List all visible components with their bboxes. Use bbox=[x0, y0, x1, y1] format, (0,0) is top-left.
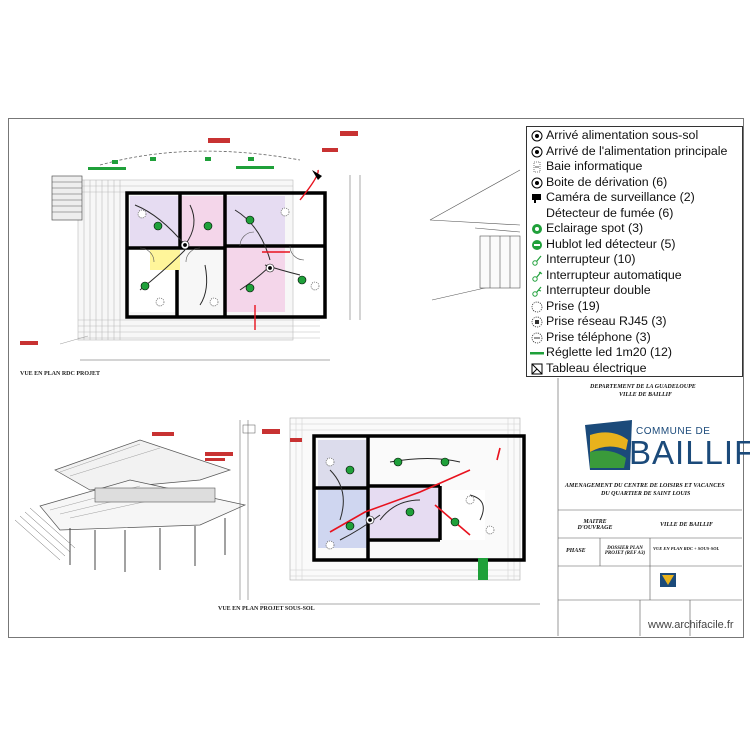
panel-icon bbox=[531, 363, 543, 374]
legend-item: Eclairage spot (3) bbox=[527, 221, 742, 236]
legend-item: Détecteur de fumée (6) bbox=[527, 206, 742, 221]
legend-box: Arrivé alimentation sous-sol Arrivé de l… bbox=[526, 126, 743, 377]
legend-label: Réglette led 1m20 (12) bbox=[546, 345, 673, 359]
legend-label: Tableau électrique bbox=[546, 360, 647, 375]
logo-commune-text: COMMUNE DE bbox=[636, 426, 711, 437]
project-title-line1: AMENAGEMENT DU CENTRE DE LOISIRS ET VACA… bbox=[565, 483, 725, 489]
legend-label: Eclairage spot (3) bbox=[546, 221, 644, 235]
legend-label: Prise (19) bbox=[546, 298, 600, 313]
socket-icon bbox=[531, 316, 543, 328]
rdc-perspective bbox=[429, 169, 521, 301]
legend-item: Tableau électrique bbox=[527, 361, 742, 376]
target-dot-icon bbox=[531, 146, 543, 157]
legend-label: Prise réseau RJ45 (3) bbox=[546, 314, 667, 328]
legend-label: Arrivé de l'alimentation principale bbox=[546, 143, 728, 158]
legend-item: Baie informatique bbox=[527, 159, 742, 174]
double-switch-icon bbox=[532, 286, 542, 297]
legend-label: Interrupteur automatique bbox=[546, 267, 682, 282]
town-text: VILLE DE BAILLIF bbox=[619, 392, 673, 398]
legend-item: Arrivé alimentation sous-sol bbox=[527, 128, 742, 143]
green-spot-icon bbox=[532, 239, 542, 250]
legend-item: Prise (19) bbox=[527, 299, 742, 314]
legend-label: Détecteur de fumée (6) bbox=[546, 205, 674, 220]
rdc-caption: VUE EN PLAN RDC PROJET bbox=[20, 371, 101, 377]
socket-icon bbox=[531, 301, 543, 312]
phase-value: DOSSIER PLAN PROJET (REF A3) bbox=[604, 546, 646, 556]
legend-label: Interrupteur (10) bbox=[546, 252, 636, 266]
sous-sol-perspective bbox=[14, 432, 247, 572]
camera-icon bbox=[532, 194, 541, 203]
switch-icon bbox=[532, 255, 542, 266]
watermark: www.archifacile.fr bbox=[648, 619, 734, 631]
legend-item: Prise téléphone (3) bbox=[527, 330, 742, 345]
legend-label: Baie informatique bbox=[546, 159, 643, 173]
legend-item: Prise réseau RJ45 (3) bbox=[527, 314, 742, 329]
maitre-ouvrage-value: VILLE DE BAILLIF bbox=[660, 522, 714, 528]
legend-label: Interrupteur double bbox=[546, 283, 651, 297]
green-spot-icon bbox=[532, 224, 542, 234]
legend-item: Interrupteur (10) bbox=[527, 252, 742, 267]
maitre-ouvrage-label: MAITRE D'OUVRAGE bbox=[577, 519, 613, 531]
legend-item: Boite de dérivation (6) bbox=[527, 175, 742, 190]
legend-label: Caméra de surveillance (2) bbox=[546, 190, 695, 204]
rack-icon bbox=[533, 161, 541, 173]
switch-icon bbox=[532, 271, 543, 282]
legend-item: Caméra de surveillance (2) bbox=[527, 190, 742, 205]
logo-baillif-text: BAILLIF bbox=[629, 434, 750, 471]
project-title-line2: DU QUARTIER DE SAINT LOUIS bbox=[601, 491, 691, 497]
baillif-logo-mark bbox=[585, 420, 676, 587]
legend-label: Prise téléphone (3) bbox=[546, 329, 651, 344]
socket-icon bbox=[531, 332, 543, 343]
plan-label: VUE EN PLAN RDC + SOUS-SOL bbox=[653, 546, 720, 551]
sous-sol-plan bbox=[239, 417, 540, 605]
sous-sol-caption: VUE EN PLAN PROJET SOUS-SOL bbox=[218, 606, 315, 612]
legend-label: Boite de dérivation (6) bbox=[546, 174, 668, 189]
legend-label: Hublot led détecteur (5) bbox=[546, 236, 676, 251]
legend-label: Arrivé alimentation sous-sol bbox=[546, 128, 699, 142]
target-dot-icon bbox=[531, 130, 543, 142]
department-text: DEPARTEMENT DE LA GUADELOUPE bbox=[590, 384, 696, 390]
legend-item: Interrupteur automatique bbox=[527, 268, 742, 283]
legend-item: Réglette led 1m20 (12) bbox=[527, 345, 742, 360]
led-strip-icon bbox=[530, 352, 544, 355]
phase-label: PHASE bbox=[566, 548, 586, 554]
legend-item: Interrupteur double bbox=[527, 283, 742, 298]
target-dot-icon bbox=[531, 177, 543, 188]
title-block bbox=[557, 378, 742, 636]
rdc-plan bbox=[20, 131, 361, 361]
legend-item: Arrivé de l'alimentation principale bbox=[527, 144, 742, 159]
legend-item: Hublot led détecteur (5) bbox=[527, 237, 742, 252]
